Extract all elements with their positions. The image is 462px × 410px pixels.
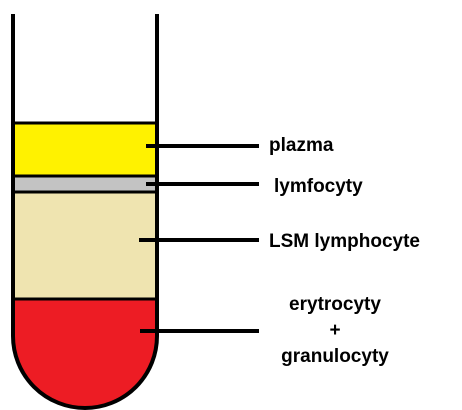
- lsm-layer: [13, 192, 157, 299]
- plasma-layer: [13, 123, 157, 176]
- lymphocyte-layer: [13, 176, 157, 192]
- erythrocyte-label: erytrocyty + granulocyty: [265, 292, 405, 370]
- erythrocyte-layer: [13, 299, 157, 408]
- lsm-label: LSM lymphocyte: [269, 232, 420, 251]
- erythrocyte-label-line3: granulocyty: [265, 344, 405, 370]
- lymphocyte-label: lymfocyty: [274, 177, 363, 196]
- erythrocyte-label-plus: +: [265, 318, 405, 344]
- erythrocyte-label-line1: erytrocyty: [265, 292, 405, 318]
- plasma-label: plazma: [269, 136, 333, 155]
